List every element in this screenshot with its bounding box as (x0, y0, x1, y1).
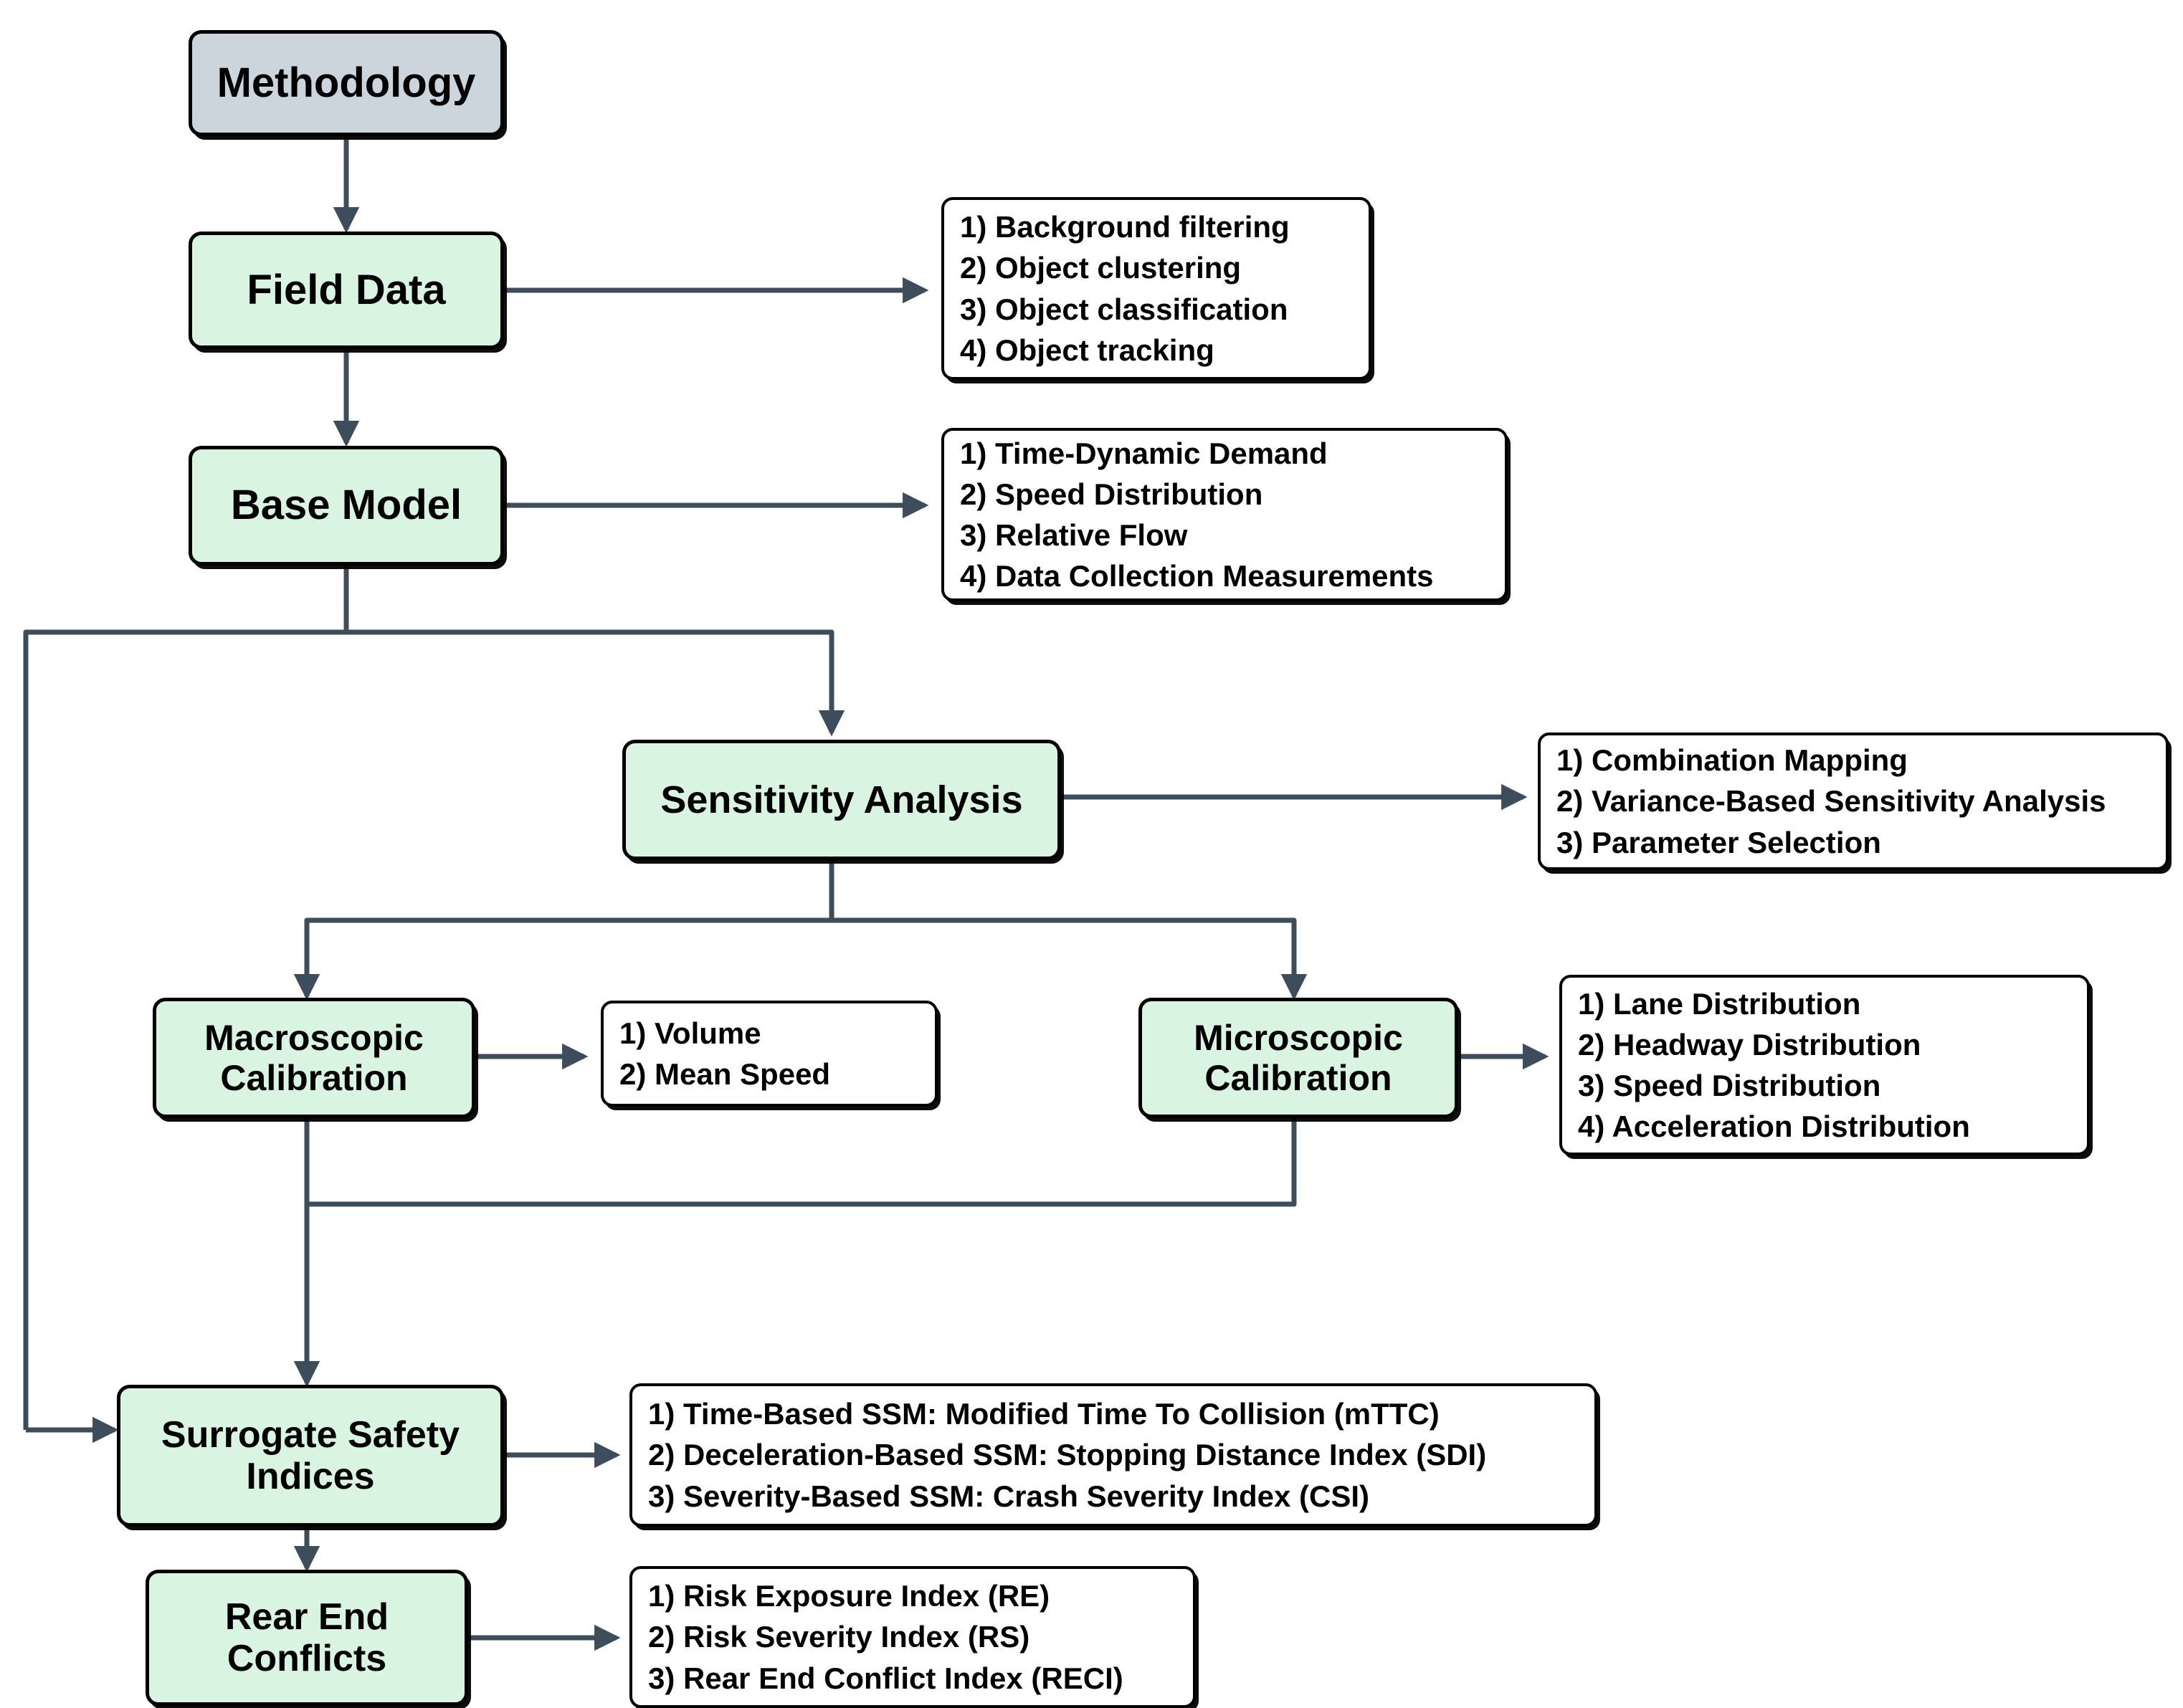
node-methodology-label: Methodology (217, 59, 476, 106)
node-surrogate-safety-indices-label: Surrogate Safety Indices (161, 1413, 460, 1497)
annotation-line: 2) Object clustering (960, 251, 1242, 285)
annotation-line: 4) Acceleration Distribution (1578, 1110, 1970, 1144)
annotation-line: 3) Relative Flow (960, 518, 1188, 552)
node-base-model-label: Base Model (230, 482, 462, 529)
node-base-model[interactable]: Base Model (189, 446, 504, 566)
node-surrogate-safety-indices[interactable]: Surrogate Safety Indices (117, 1385, 504, 1527)
annotation-line: 1) Volume (619, 1016, 761, 1050)
annotation-line: 2) Risk Severity Index (RS) (648, 1620, 1030, 1654)
annotation-line: 2) Speed Distribution (960, 477, 1263, 511)
edge-sensitivity-to-macro (293, 917, 832, 1001)
annotation-line: 3) Speed Distribution (1578, 1069, 1881, 1102)
edge-base-model-bus-right (346, 629, 845, 737)
node-sensitivity-analysis[interactable]: Sensitivity Analysis (622, 740, 1061, 860)
node-field-data-label: Field Data (247, 266, 446, 313)
annotation-line: 2) Headway Distribution (1578, 1027, 1921, 1061)
annotation-rear-end-conflicts: 1) Risk Exposure Index (RE) 2) Risk Seve… (629, 1566, 1196, 1708)
annotation-microscopic-calibration: 1) Lane Distribution 2) Headway Distribu… (1559, 975, 2090, 1155)
annotation-line: 1) Time-Based SSM: Modified Time To Coll… (648, 1397, 1440, 1431)
annotation-surrogate-safety-indices: 1) Time-Based SSM: Modified Time To Coll… (629, 1383, 1597, 1527)
edge-micro-merge (307, 1118, 1297, 1207)
annotation-field-data: 1) Background filtering 2) Object cluste… (941, 197, 1371, 380)
node-rear-end-conflicts[interactable]: Rear End Conflicts (146, 1570, 468, 1706)
annotation-line: 1) Background filtering (960, 210, 1290, 244)
edge-sensitivity-to-micro (832, 917, 1308, 1001)
node-field-data[interactable]: Field Data (189, 232, 504, 349)
node-sensitivity-analysis-label: Sensitivity Analysis (660, 778, 1023, 821)
node-methodology[interactable]: Methodology (189, 30, 504, 136)
node-microscopic-calibration[interactable]: Microscopic Calibration (1138, 998, 1458, 1118)
annotation-line: 2) Mean Speed (619, 1057, 831, 1091)
annotation-line: 4) Object tracking (960, 333, 1214, 367)
annotation-line: 4) Data Collection Measurements (960, 559, 1434, 593)
annotation-line: 1) Combination Mapping (1556, 743, 1908, 778)
annotation-line: 3) Severity-Based SSM: Crash Severity In… (648, 1479, 1370, 1513)
node-rear-end-conflicts-label: Rear End Conflicts (224, 1595, 389, 1679)
node-macroscopic-calibration-label: Macroscopic Calibration (204, 1018, 424, 1098)
annotation-line: 3) Rear End Conflict Index (RECI) (648, 1661, 1123, 1695)
annotation-line: 2) Variance-Based Sensitivity Analysis (1556, 784, 2106, 819)
annotation-macroscopic-calibration: 1) Volume 2) Mean Speed (601, 1001, 938, 1107)
node-macroscopic-calibration[interactable]: Macroscopic Calibration (153, 998, 475, 1118)
annotation-line: 2) Deceleration-Based SSM: Stopping Dist… (648, 1438, 1487, 1472)
annotation-base-model: 1) Time-Dynamic Demand 2) Speed Distribu… (941, 428, 1508, 601)
annotation-line: 1) Risk Exposure Index (RE) (648, 1579, 1050, 1613)
annotation-line: 3) Object classification (960, 292, 1288, 326)
node-microscopic-calibration-label: Microscopic Calibration (1194, 1018, 1403, 1098)
annotation-line: 3) Parameter Selection (1556, 825, 1881, 859)
annotation-line: 1) Time-Dynamic Demand (960, 436, 1328, 470)
annotation-line: 1) Lane Distribution (1578, 986, 1861, 1021)
annotation-sensitivity-analysis: 1) Combination Mapping 2) Variance-Based… (1538, 733, 2169, 870)
